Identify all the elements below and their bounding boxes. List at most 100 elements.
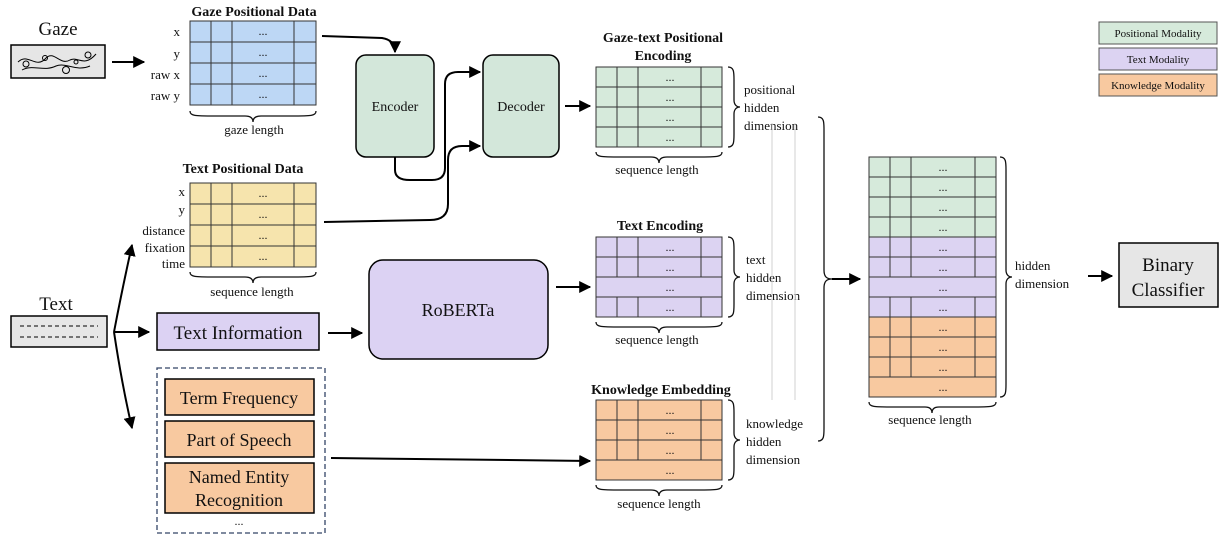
knowledge-dim-line3: dimension <box>746 452 801 467</box>
part-of-speech-label: Part of Speech <box>187 430 292 450</box>
text-encoding-dim-line2: hidden <box>746 270 782 285</box>
roberta-block <box>368 259 549 360</box>
term-frequency-label: Term Frequency <box>180 388 298 408</box>
text-positional-row-label: time <box>162 256 185 271</box>
table-cell-ellipsis: ... <box>666 260 675 274</box>
gaze-scanpath-icon <box>10 44 106 79</box>
text-positional-to-decoder-arrow <box>323 140 482 223</box>
encoder-to-decoder-arrow <box>394 66 482 181</box>
gaze-text-dim-line1: positional <box>744 82 796 97</box>
table-cell-ellipsis: ... <box>939 280 948 294</box>
table-cell-ellipsis: ... <box>666 70 675 84</box>
binary-classifier-label-line1: Binary <box>1142 255 1194 276</box>
table-cell-ellipsis: ... <box>259 249 268 263</box>
text-encoding-title: Text Encoding <box>617 219 703 234</box>
table-cell-ellipsis: ... <box>939 180 948 194</box>
term-frequency-box <box>164 378 315 416</box>
decoder-label: Decoder <box>497 100 545 115</box>
text-to-knowledge-arrow <box>113 331 136 430</box>
text-encoding-length-label: sequence length <box>615 332 699 347</box>
features-to-knowledge-arrow <box>330 454 592 467</box>
text-encoding-dim-line1: text <box>746 252 766 267</box>
part-of-speech-box <box>164 420 315 458</box>
legend: Positional Modality Text Modality Knowle… <box>1098 21 1218 97</box>
table-cell-ellipsis: ... <box>939 300 948 314</box>
knowledge-features-more: ... <box>235 514 244 528</box>
gaze-text-encoding-title-line1: Gaze-text Positional <box>603 31 723 46</box>
text-positional-table: ... ... ... ... <box>189 182 317 268</box>
text-encoding-length-brace <box>595 321 723 334</box>
named-entity-label-line2: Recognition <box>195 490 283 510</box>
knowledge-dim-line1: knowledge <box>746 416 803 431</box>
table-cell-ellipsis: ... <box>666 300 675 314</box>
text-positional-row-label: distance <box>142 223 185 238</box>
text-information-box <box>156 312 320 351</box>
knowledge-length-label: sequence length <box>617 496 701 511</box>
table-cell-ellipsis: ... <box>666 403 675 417</box>
table-cell-ellipsis: ... <box>939 380 948 394</box>
decoder-block <box>482 54 560 158</box>
combined-length-brace <box>868 401 997 414</box>
text-positional-row-label: x <box>179 184 186 199</box>
named-entity-box <box>164 462 315 514</box>
binary-classifier-box <box>1118 242 1219 308</box>
text-positional-length-brace <box>189 271 317 284</box>
binary-classifier-label-line2: Classifier <box>1132 280 1205 301</box>
table-cell-ellipsis: ... <box>666 130 675 144</box>
knowledge-features-group <box>156 367 326 534</box>
text-information-label: Text Information <box>174 323 303 344</box>
table-cell-ellipsis: ... <box>666 240 675 254</box>
legend-text-label: Text Modality <box>1127 54 1190 66</box>
merge-bracket <box>817 116 833 442</box>
gaze-row-label: raw x <box>151 67 181 82</box>
text-to-positional-arrow <box>113 243 136 333</box>
gaze-text-encoding-title-line2: Encoding <box>635 49 692 64</box>
table-cell-ellipsis: ... <box>939 260 948 274</box>
encoder-label: Encoder <box>372 100 419 115</box>
gaze-text-dim-brace <box>727 66 741 148</box>
gaze-to-encoder-arrow <box>321 35 401 54</box>
knowledge-dim-line2: hidden <box>746 434 782 449</box>
legend-positional-swatch <box>1098 21 1218 45</box>
roberta-label: RoBERTa <box>422 300 495 320</box>
text-encoding-dim-line3: dimension <box>746 288 801 303</box>
knowledge-length-brace <box>595 484 723 497</box>
table-cell-ellipsis: ... <box>939 320 948 334</box>
text-positional-row-label: fixation <box>145 240 186 255</box>
combined-dim-line2: dimension <box>1015 276 1070 291</box>
legend-knowledge-label: Knowledge Modality <box>1111 80 1205 92</box>
table-cell-ellipsis: ... <box>666 463 675 477</box>
table-cell-ellipsis: ... <box>939 360 948 374</box>
gaze-row-label: x <box>174 24 181 39</box>
gaze-row-labels: x y raw x raw y <box>151 24 181 103</box>
table-cell-ellipsis: ... <box>666 423 675 437</box>
table-cell-ellipsis: ... <box>259 228 268 242</box>
combined-dim-line1: hidden <box>1015 258 1051 273</box>
gaze-text-encoding-table: ... ... ... ... <box>595 66 723 148</box>
named-entity-label-line1: Named Entity <box>189 467 289 487</box>
text-positional-title: Text Positional Data <box>183 162 304 177</box>
gaze-text-length-brace <box>595 151 723 164</box>
table-cell-ellipsis: ... <box>939 220 948 234</box>
gaze-text-length-label: sequence length <box>615 162 699 177</box>
text-positional-row-labels: x y distance fixation time <box>142 184 185 271</box>
gaze-label: Gaze <box>38 19 77 40</box>
gaze-table-title: Gaze Positional Data <box>191 5 316 20</box>
gaze-length-label: gaze length <box>224 122 284 137</box>
combined-table: ... ... ... ... ... ... ... ... ... ... … <box>868 156 997 398</box>
gaze-row-label: y <box>174 46 181 61</box>
table-cell-ellipsis: ... <box>666 90 675 104</box>
table-cell-ellipsis: ... <box>259 24 268 38</box>
table-cell-ellipsis: ... <box>939 240 948 254</box>
table-cell-ellipsis: ... <box>939 160 948 174</box>
legend-positional-label: Positional Modality <box>1114 28 1202 40</box>
table-cell-ellipsis: ... <box>666 280 675 294</box>
text-encoding-table: ... ... ... ... <box>595 236 723 318</box>
table-cell-ellipsis: ... <box>666 443 675 457</box>
table-cell-ellipsis: ... <box>666 110 675 124</box>
table-cell-ellipsis: ... <box>259 66 268 80</box>
gaze-positional-table: ... ... ... ... <box>189 20 317 106</box>
gaze-length-brace <box>189 110 317 123</box>
table-cell-ellipsis: ... <box>939 340 948 354</box>
combined-dim-brace <box>999 156 1013 398</box>
